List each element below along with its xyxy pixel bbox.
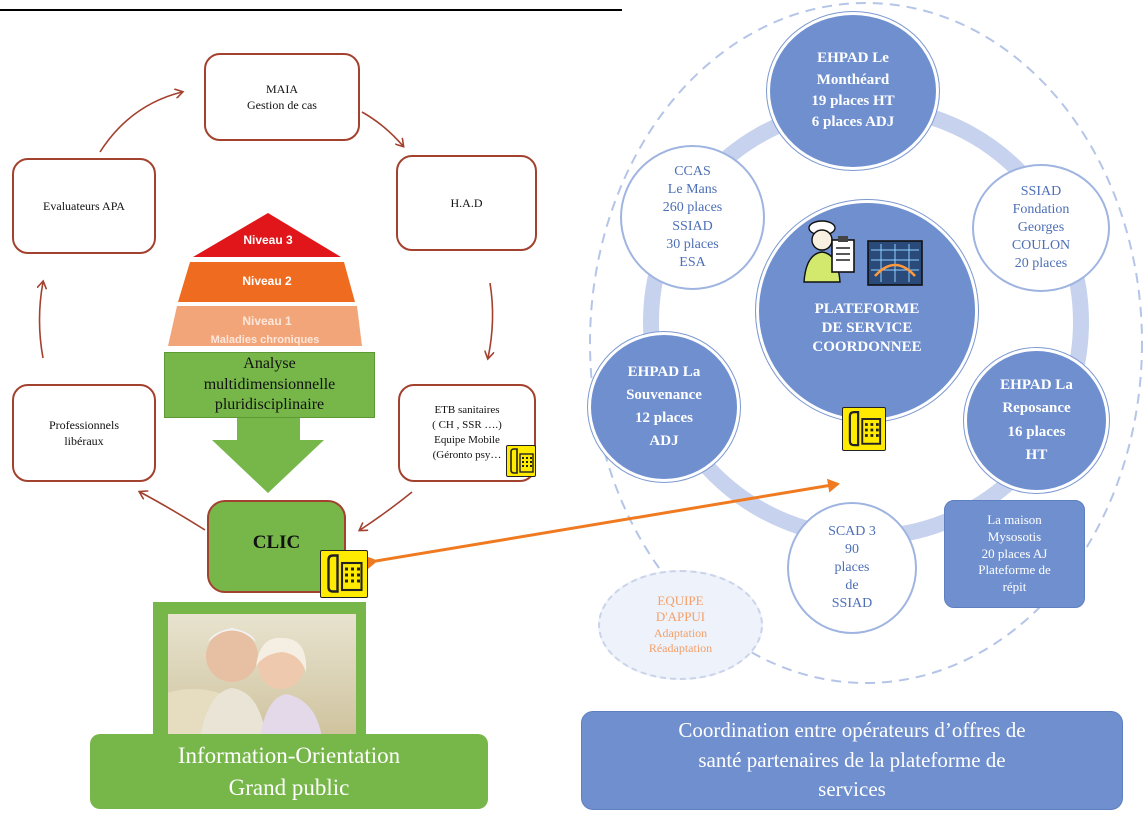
niveau-2-label: Niveau 2 xyxy=(242,274,292,288)
arrow-etb-clic xyxy=(360,491,413,530)
equipe-appui-sub: Adaptation Réadaptation xyxy=(648,625,713,656)
network-screen-icon xyxy=(867,240,923,286)
plateforme-center xyxy=(756,200,978,422)
box-professionnels-liberaux: Professionnels libéraux xyxy=(12,384,156,482)
arrow-had-etb xyxy=(488,282,493,358)
scad-3: SCAD 3 90 places de SSIAD xyxy=(787,502,917,634)
analyse-box: Analyse multidimensionnelle pluridiscipl… xyxy=(164,352,375,418)
coordination-banner: Coordination entre opérateurs d’offres d… xyxy=(581,711,1123,810)
arrow-professionnels-evaluateurs xyxy=(40,282,44,359)
ssiad-coulon: SSIAD Fondation Georges COULON 20 places xyxy=(972,164,1110,292)
phone-icon xyxy=(842,407,886,451)
ehpad-montheard: EHPAD Le Monthéard 19 places HT 6 places… xyxy=(767,12,939,170)
information-banner: Information-Orientation Grand public xyxy=(90,734,488,809)
clic-label: CLIC xyxy=(252,531,301,553)
niveau-3-shape xyxy=(193,213,341,257)
arrow-evaluateurs-maia xyxy=(99,92,182,153)
maison-mysosotis: La maison Mysosotis 20 places AJ Platefo… xyxy=(944,500,1085,608)
niveau-1-shape xyxy=(168,306,362,346)
dashed-boundary xyxy=(589,2,1143,684)
arrow-clic-professionnels xyxy=(140,492,206,531)
phone-icon xyxy=(320,550,368,598)
ccas-le-mans: CCAS Le Mans 260 places SSIAD 30 places … xyxy=(620,145,765,290)
top-rule xyxy=(0,9,622,11)
phone-icon xyxy=(506,445,536,477)
couple-illustration xyxy=(168,628,322,738)
niveau-1-label: Niveau 1 xyxy=(242,314,292,328)
niveau-1-sublabel: Maladies chroniques xyxy=(210,334,320,346)
arrow-maia-had xyxy=(361,111,403,146)
down-arrow xyxy=(212,418,324,493)
box-maia: MAIA Gestion de cas xyxy=(204,53,360,141)
equipe-appui-title: EQUIPE D'APPUI xyxy=(655,593,706,625)
ehpad-souvenance: EHPAD La Souvenance 12 places ADJ xyxy=(588,332,740,482)
box-evaluateurs-apa: Evaluateurs APA xyxy=(12,158,156,254)
plateforme-label: PLATEFORME DE SERVICE COORDONNEE xyxy=(812,301,922,355)
box-had: H.A.D xyxy=(396,155,537,251)
niveau-3-label: Niveau 3 xyxy=(243,233,293,247)
ehpad-reposance: EHPAD La Reposance 16 places HT xyxy=(964,348,1109,493)
niveau-2-shape xyxy=(178,262,355,302)
orange-link-arrow xyxy=(364,478,840,570)
equipe-appui: EQUIPE D'APPUI Adaptation Réadaptation xyxy=(598,570,763,680)
nurse-icon xyxy=(796,218,862,284)
couple-photo xyxy=(168,614,356,738)
